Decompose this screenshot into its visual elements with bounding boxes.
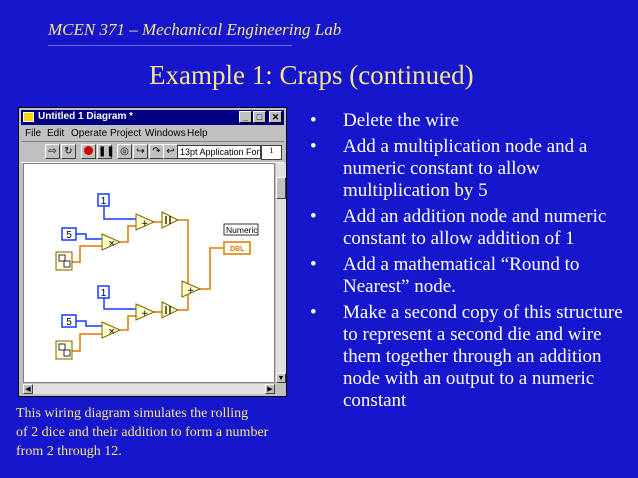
- bullet-text: Delete the wire: [343, 110, 460, 131]
- menu-help[interactable]: Help: [187, 128, 208, 139]
- step-out-icon[interactable]: ↩: [163, 144, 178, 159]
- wire-multb-add: [120, 315, 136, 331]
- course-header: MCEN 371 – Mechanical Engineering Lab: [48, 20, 342, 39]
- add-node[interactable]: [135, 303, 156, 321]
- multiply-node[interactable]: [101, 321, 122, 339]
- numeric-constant-one[interactable]: [97, 193, 110, 207]
- random-number-icon[interactable]: [55, 251, 73, 271]
- bullet-marker: •: [310, 136, 317, 157]
- wire-const5-mult: [76, 233, 102, 240]
- menu-project[interactable]: Project: [110, 128, 142, 139]
- horizontal-scrollbar[interactable]: ◀ ▶: [23, 384, 275, 394]
- multiply-node[interactable]: [101, 233, 122, 251]
- numeric-constant-five[interactable]: [61, 227, 77, 241]
- bullet-text: Make a second copy of this structure to …: [343, 302, 623, 411]
- labview-diagram-window: Untitled 1 Diagram * _ □ ✕ File Edit Ope…: [18, 107, 287, 397]
- window-titlebar[interactable]: Untitled 1 Diagram * _ □ ✕: [21, 110, 284, 125]
- wire-round-final: [178, 219, 189, 290]
- bullet-text: Add a multiplication node and a numeric …: [343, 136, 588, 201]
- numeric-indicator[interactable]: [223, 241, 251, 255]
- wire-const1-add: [103, 204, 136, 220]
- caption-line: This wiring diagram simulates the rollin…: [16, 406, 249, 421]
- wire-final-indicator: [200, 247, 224, 290]
- block-diagram-canvas[interactable]: 1 5 × +: [23, 163, 275, 383]
- menu-bar: File Edit Operate Project Windows Help: [21, 127, 284, 141]
- scroll-right-icon[interactable]: ▶: [265, 384, 275, 394]
- multiply-symbol: ×: [108, 327, 116, 337]
- block-diagram-svg: 1 5 × +: [55, 193, 259, 360]
- caption-line: of 2 dice and their addition to form a n…: [16, 425, 269, 440]
- constant-value: 5: [66, 230, 72, 241]
- numeric-label-box: [223, 223, 259, 236]
- add-symbol: +: [187, 286, 195, 296]
- bullet-item: • Add a mathematical “Round to Nearest” n…: [306, 254, 636, 298]
- bullet-item: • Make a second copy of this structure to…: [306, 302, 636, 412]
- wire-random-mult: [72, 245, 102, 263]
- wire-const1b-add: [103, 296, 136, 310]
- menu-file[interactable]: File: [25, 128, 42, 139]
- minimize-button[interactable]: _: [239, 111, 252, 123]
- close-button[interactable]: ✕: [269, 111, 282, 123]
- caption-line: from 2 through 12.: [16, 444, 122, 459]
- font-selector[interactable]: 13pt Application Font: [177, 145, 261, 159]
- toolbar: ⇨ ↻ ❚❚ ◎ ↪ ↷ ↩ 13pt Application Font 1: [21, 141, 284, 163]
- constant-value: 1: [101, 288, 107, 299]
- abort-icon[interactable]: [81, 144, 96, 159]
- maximize-button[interactable]: □: [253, 111, 266, 123]
- constant-value: 1: [101, 196, 107, 207]
- bullet-text: Add an addition node and numeric constan…: [343, 206, 607, 249]
- multiply-symbol: ×: [108, 239, 116, 249]
- context-help-icon[interactable]: 1: [261, 145, 282, 160]
- add-symbol: +: [141, 309, 149, 319]
- round-to-nearest-icon[interactable]: [161, 211, 180, 229]
- random-number-icon[interactable]: [55, 340, 73, 360]
- numeric-indicator-label: Numeric: [226, 225, 258, 235]
- add-symbol: +: [141, 219, 149, 229]
- bullet-item: • Add a multiplication node and a numeric…: [306, 136, 636, 202]
- bullet-marker: •: [310, 110, 317, 131]
- scroll-thumb[interactable]: [276, 177, 286, 199]
- vertical-scrollbar[interactable]: ▼: [276, 163, 286, 383]
- vi-icon: [23, 112, 34, 122]
- numeric-constant-five[interactable]: [61, 314, 77, 328]
- diagram-caption: This wiring diagram simulates the rollin…: [16, 404, 316, 461]
- step-over-icon[interactable]: ↷: [149, 144, 164, 159]
- bullet-marker: •: [310, 206, 317, 227]
- scroll-down-icon[interactable]: ▼: [276, 373, 286, 383]
- final-add-node[interactable]: [181, 280, 202, 298]
- add-node[interactable]: [135, 213, 156, 231]
- window-title: Untitled 1 Diagram *: [38, 111, 134, 122]
- numeric-constant-one[interactable]: [97, 285, 110, 299]
- bullet-item: • Add an addition node and numeric consta…: [306, 206, 636, 250]
- wire-mult-add: [120, 225, 136, 243]
- wire-roundb-final: [178, 289, 189, 311]
- wire-const5b-mult: [76, 320, 102, 327]
- bullet-list: • Delete the wire • Add a multiplication n…: [306, 110, 636, 416]
- bullet-marker: •: [310, 254, 317, 275]
- wire-randomb-mult: [72, 333, 102, 352]
- constant-value: 5: [66, 317, 72, 328]
- bullet-text: Add a mathematical “Round to Nearest” no…: [343, 254, 580, 297]
- scroll-left-icon[interactable]: ◀: [23, 384, 33, 394]
- header-divider: [48, 45, 292, 46]
- bullet-marker: •: [310, 302, 317, 323]
- run-continuously-icon[interactable]: ↻: [61, 144, 76, 159]
- menu-edit[interactable]: Edit: [47, 128, 65, 139]
- step-into-icon[interactable]: ↪: [133, 144, 148, 159]
- menu-operate[interactable]: Operate: [71, 128, 108, 139]
- slide-title: Example 1: Craps (continued): [149, 60, 474, 90]
- round-to-nearest-icon[interactable]: [161, 301, 180, 319]
- run-arrow-icon[interactable]: ⇨: [45, 144, 60, 159]
- indicator-type: DBL: [230, 246, 245, 253]
- highlight-execution-icon[interactable]: ◎: [117, 144, 132, 159]
- menu-windows[interactable]: Windows: [145, 128, 186, 139]
- bullet-item: • Delete the wire: [306, 110, 636, 132]
- pause-icon[interactable]: ❚❚: [97, 144, 115, 159]
